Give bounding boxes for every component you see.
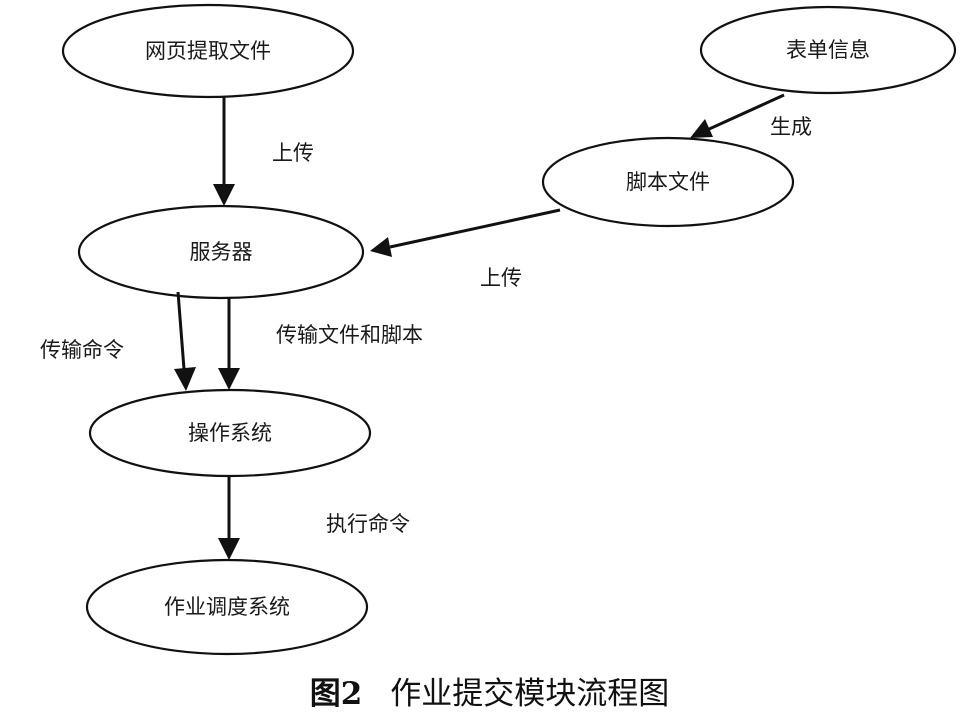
edge-server-to-os-files: [218, 298, 240, 390]
figure-title: 作业提交模块流程图: [390, 676, 670, 712]
figure-caption: 图2 作业提交模块流程图: [0, 668, 979, 713]
edge-label-transfer-command: 传输命令: [40, 338, 124, 362]
edge-form-to-script: [690, 93, 785, 138]
node-form-info-label: 表单信息: [786, 38, 870, 62]
node-web-extract: 网页提取文件: [61, 3, 355, 99]
edge-label-upload-1: 上传: [272, 141, 314, 165]
edge-label-generate: 生成: [770, 115, 812, 139]
node-form-info: 表单信息: [699, 5, 957, 95]
node-scheduler: 作业调度系统: [85, 558, 369, 656]
edge-script-to-server: [370, 208, 561, 257]
node-web-extract-label: 网页提取文件: [145, 39, 271, 63]
node-server: 服务器: [77, 204, 365, 300]
edge-web-to-server: [213, 97, 235, 206]
edge-label-transfer-files: 传输文件和脚本: [276, 323, 423, 347]
edge-label-upload-2: 上传: [480, 266, 522, 290]
node-scheduler-label: 作业调度系统: [164, 595, 290, 619]
figure-number: 图2: [309, 676, 363, 712]
edge-os-to-scheduler: [218, 476, 240, 560]
node-server-label: 服务器: [190, 240, 253, 264]
node-os-label: 操作系统: [188, 421, 272, 445]
node-os: 操作系统: [88, 388, 372, 478]
node-script-file: 脚本文件: [541, 136, 795, 228]
node-script-file-label: 脚本文件: [626, 170, 710, 194]
edge-server-to-os-command: [174, 291, 196, 391]
edge-label-execute-command: 执行命令: [326, 512, 410, 536]
